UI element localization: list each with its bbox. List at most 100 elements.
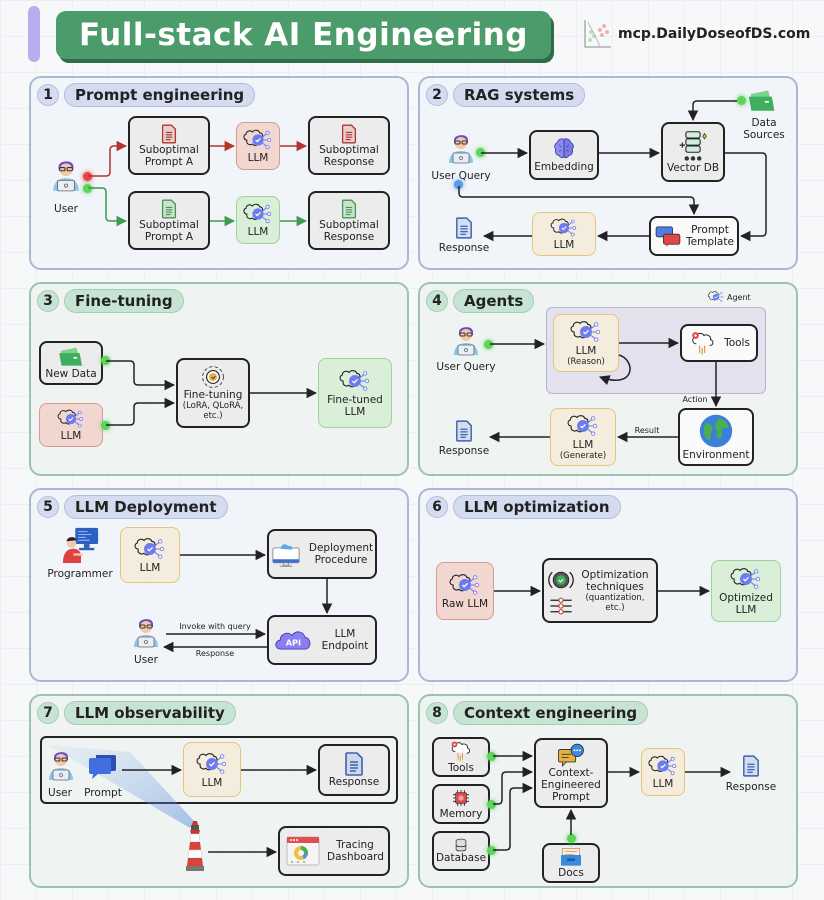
docs-node[interactable]: Docs [542,843,600,883]
optimization-text: Optimization techniques (quantization, e… [578,569,652,613]
prompt-bubble-icon [88,752,118,780]
node-label: LLM [247,152,269,164]
node-label: Suboptimal Prompt A [139,218,199,243]
llm-node[interactable]: LLM [641,748,685,796]
llm-node[interactable]: LLM [120,527,180,583]
section-number: 2 [426,84,448,106]
node-label: LLM [553,239,575,251]
traced-pipeline-frame [40,736,398,804]
tools-node[interactable]: Tools [680,324,758,362]
node-label: Database [435,852,487,864]
optimized-llm-node[interactable]: Optimized LLM [711,560,781,622]
brand: mcp.DailyDoseofDS.com [582,18,810,50]
raw-llm-node[interactable]: Raw LLM [436,562,494,620]
node-label: Context-Engineered Prompt [541,767,601,803]
llm-generate-node[interactable]: LLM (Generate) [550,408,616,466]
suboptimal-response-node[interactable]: Suboptimal Response [308,116,390,175]
memory-node[interactable]: Memory [432,784,490,824]
user-query-label: User Query [436,361,496,373]
node-label: Response [328,776,380,788]
user-icon [46,748,76,782]
node-label: Optimization techniques [581,568,649,593]
node-label: Deployment Procedure [308,542,374,566]
node-sublabel: (LoRA, QLoRA, etc.) [182,401,244,421]
response-label: Response [438,445,490,457]
accent-bar [28,6,40,62]
node-sublabel: (Generate) [559,451,607,461]
node-label: Optimized LLM [719,592,773,616]
environment-node[interactable]: Environment [678,408,754,466]
suboptimal-prompt-node[interactable]: Suboptimal Prompt A [128,191,210,250]
green-connector [476,148,485,157]
fine-tuned-llm-node[interactable]: Fine-tuned LLM [318,358,392,428]
fine-tuning-node[interactable]: Fine-tuning (LoRA, QLoRA, etc.) [176,358,250,428]
section-title: Context engineering [453,701,649,725]
invoke-label: Invoke with query [179,622,251,631]
brand-url[interactable]: mcp.DailyDoseofDS.com [618,26,811,42]
green-connector [487,846,496,855]
new-data-node[interactable]: New Data [39,341,103,385]
prompt-label: Prompt [84,787,122,799]
optimization-node[interactable]: Optimization techniques (quantization, e… [542,558,658,623]
user-label: User [134,654,158,666]
node-label: LLM [247,226,269,238]
section-title: LLM Deployment [64,495,228,519]
context-prompt-node[interactable]: Context-Engineered Prompt [534,738,608,808]
llm-node-green[interactable]: LLM [236,196,280,244]
database-node[interactable]: Database [432,831,490,871]
vector-db-node[interactable]: Vector DB [661,122,725,182]
deployment-procedure-node[interactable]: Deployment Procedure [267,529,377,579]
node-label: Raw LLM [441,598,489,610]
node-label: LLM [572,439,594,451]
section-number: 6 [426,496,448,518]
node-label: Tracing Dashboard [327,839,384,863]
green-connector [737,96,746,105]
agent-legend-label: Agent [727,293,751,302]
green-connector [83,184,92,193]
data-sources-label: Data Sources [743,117,785,141]
node-sublabel: (quantization, etc.) [585,592,645,613]
chip-icon [451,788,471,808]
section-number: 8 [426,702,448,724]
section-header: 8 Context engineering [426,701,649,725]
blue-connector [454,180,463,189]
node-label: Suboptimal Response [319,143,379,168]
dashboard-icon [285,835,321,867]
node-label: Suboptimal Prompt A [139,143,199,168]
database-icon [454,838,468,852]
llm-node[interactable]: LLM [183,742,241,797]
section-title: LLM observability [64,701,236,725]
section-number: 5 [37,496,59,518]
section-number: 4 [426,290,448,312]
document-icon [344,752,364,776]
section-header: 3 Fine-tuning [37,289,184,313]
node-sublabel: (Reason) [567,357,605,367]
node-label: LLM [60,430,82,442]
response-node[interactable]: Response [318,744,390,796]
node-label: LLM [652,778,674,790]
tracing-dashboard-node[interactable]: Tracing Dashboard [278,826,390,876]
section-title: RAG systems [453,83,586,107]
document-icon [742,755,760,777]
node-label: Tools [724,337,750,349]
user-label: User [48,787,72,799]
node-label: New Data [45,368,97,380]
node-label: LLM [139,562,161,574]
node-label: LLM [575,345,597,357]
section-header: 5 LLM Deployment [37,495,228,519]
green-connector [487,800,496,809]
embedding-node[interactable]: Embedding [529,130,599,180]
llm-endpoint-node[interactable]: LLM Endpoint [267,615,377,665]
section-header: 1 Prompt engineering [37,83,256,107]
section-header: 7 LLM observability [37,701,236,725]
tools-cloud-icon [448,740,474,762]
inbox-docs-icon [559,847,583,867]
suboptimal-response-node[interactable]: Suboptimal Response [308,191,390,250]
node-label: Embedding [534,161,594,173]
tools-node[interactable]: Tools [432,737,490,777]
user-label: User [54,203,78,215]
suboptimal-prompt-node[interactable]: Suboptimal Prompt A [128,116,210,175]
llm-node-red[interactable]: LLM [236,122,280,170]
llm-node[interactable]: LLM [532,212,596,256]
